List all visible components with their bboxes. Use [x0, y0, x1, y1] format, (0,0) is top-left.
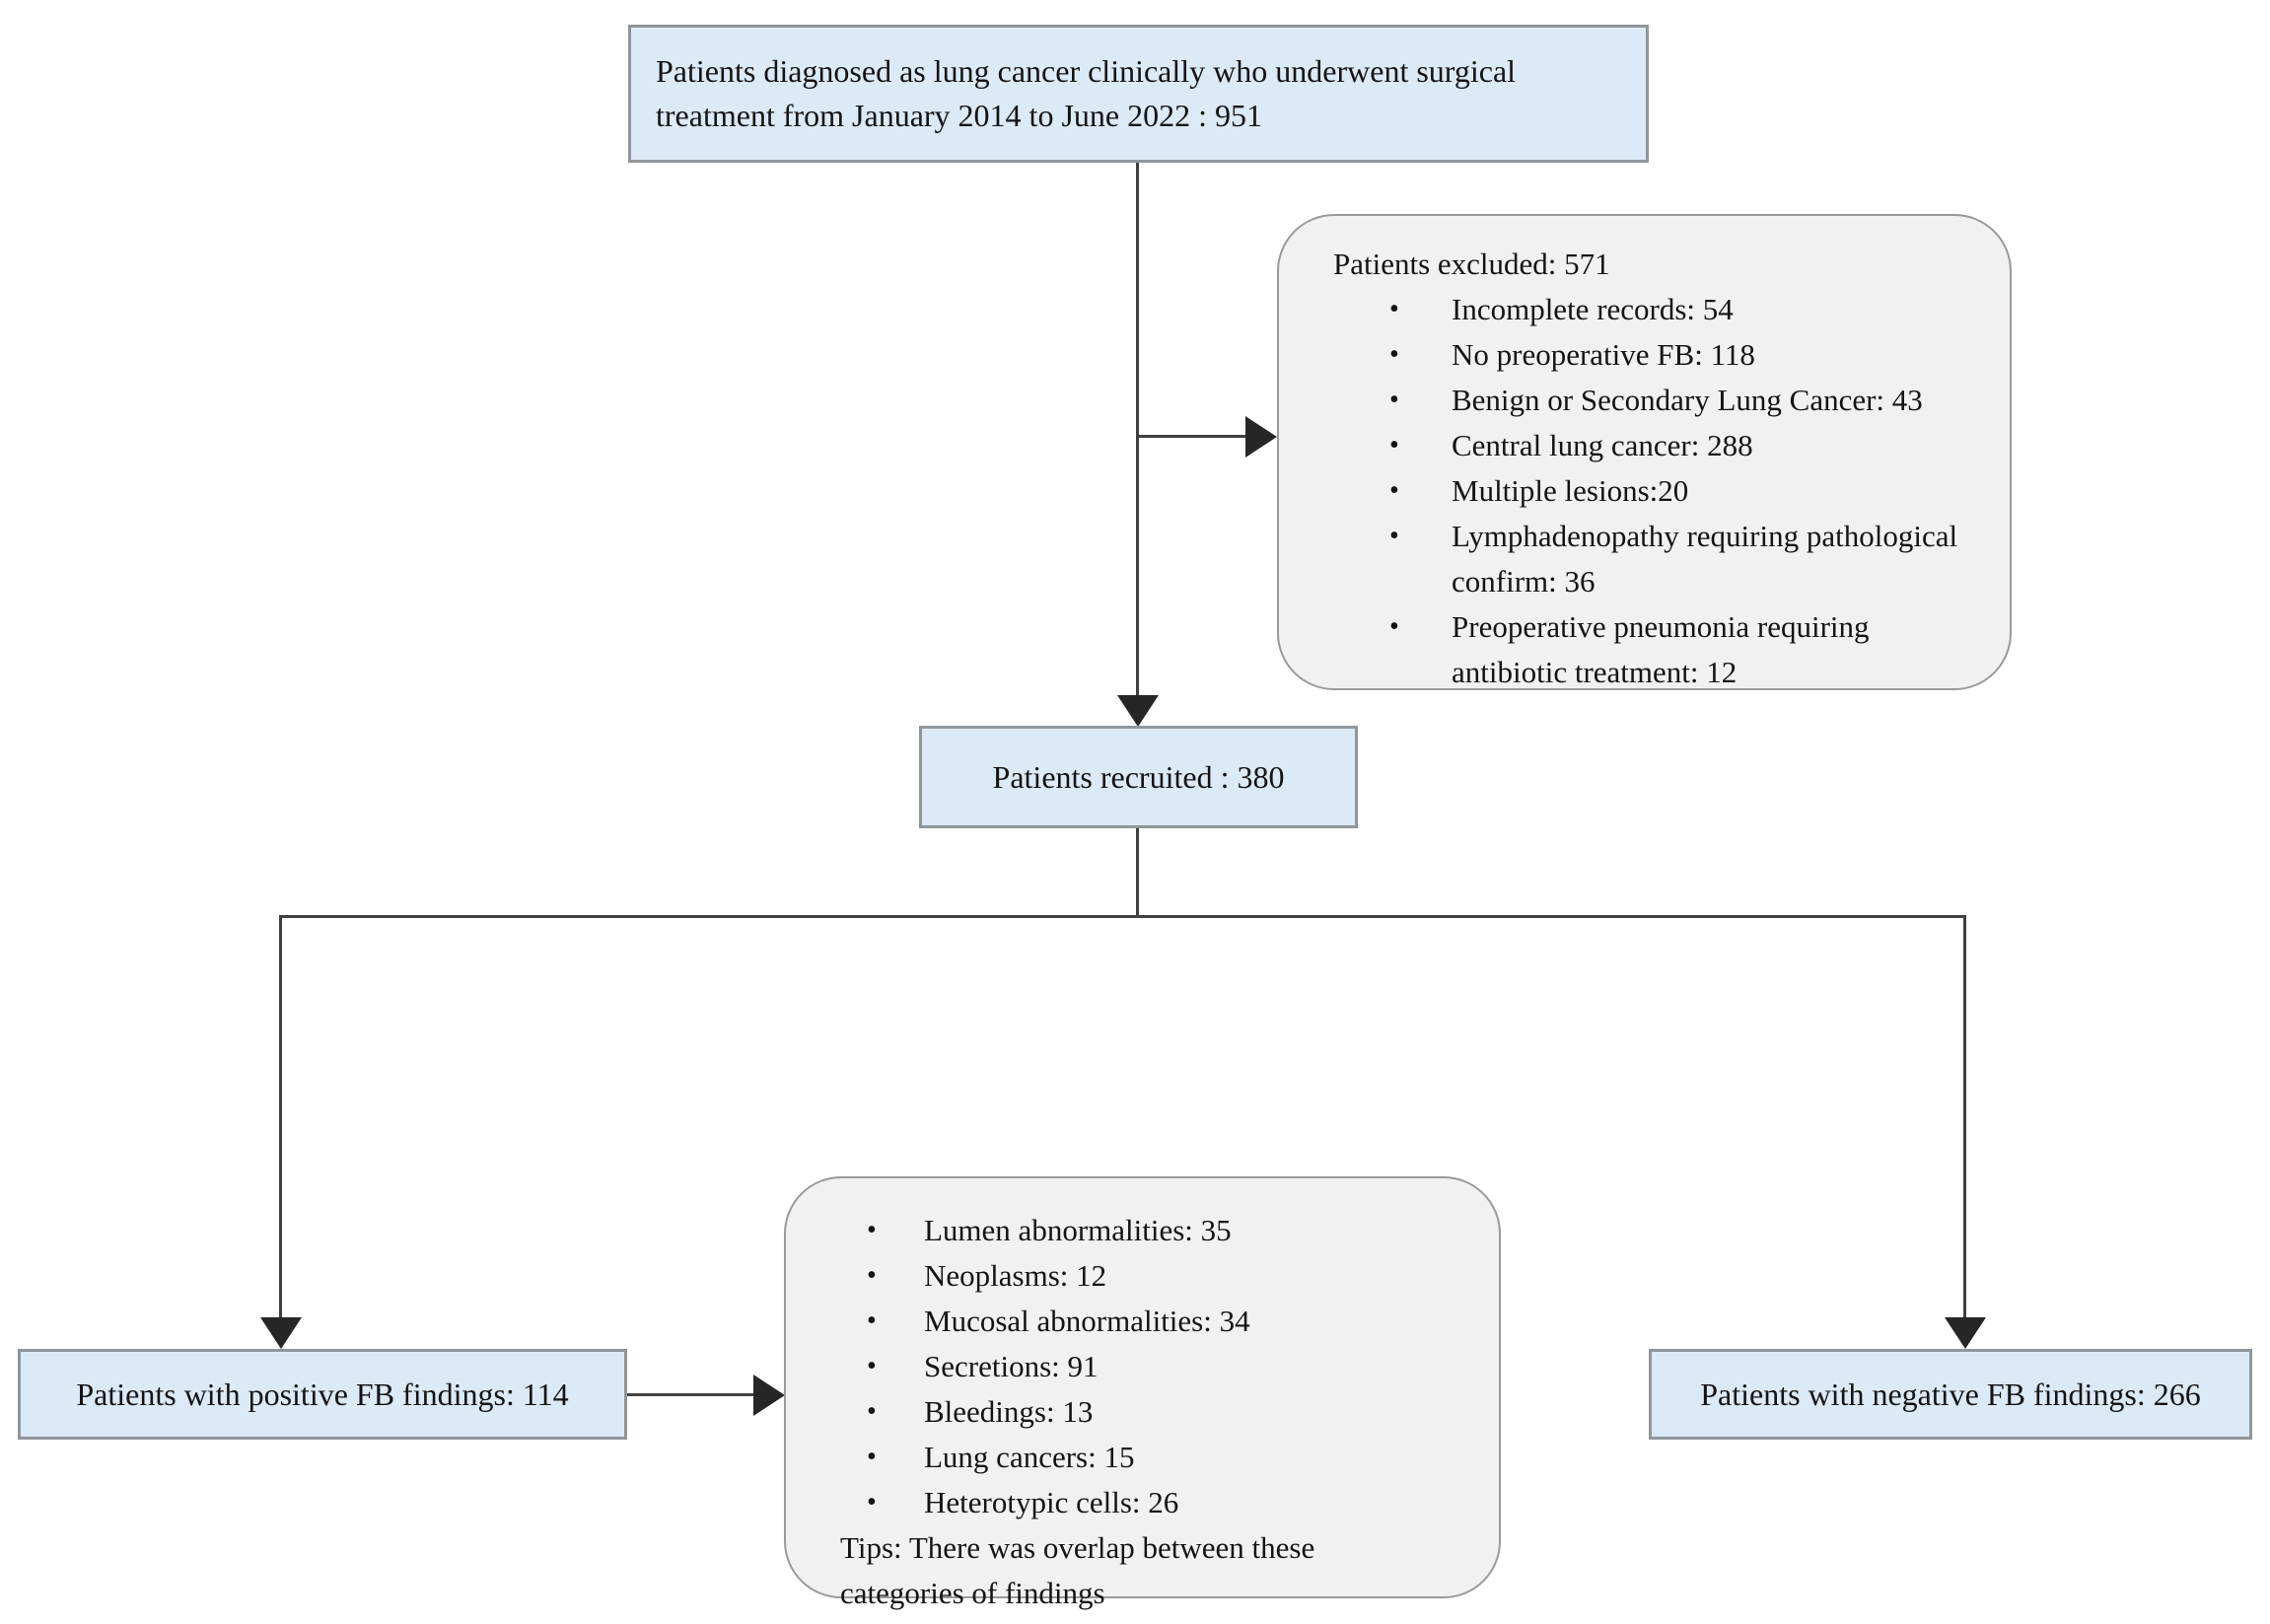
- bullet-icon: •: [1389, 339, 1399, 370]
- bullet-icon: •: [867, 1306, 877, 1336]
- bullet-icon: •: [867, 1351, 877, 1381]
- excluded-list: • Incomplete records: 54 • No preoperati…: [1279, 287, 2010, 695]
- bullet-icon: •: [867, 1487, 877, 1518]
- list-item: • Multiple lesions:20: [1389, 468, 2010, 514]
- list-item: • Benign or Secondary Lung Cancer: 43: [1389, 378, 2010, 423]
- excluded-item: Lymphadenopathy requiring pathological c…: [1452, 519, 1958, 599]
- list-item: • Heterotypic cells: 26: [867, 1480, 1499, 1525]
- arrowhead-into-findings: [753, 1375, 785, 1416]
- node-diagnosed-label: Patients diagnosed as lung cancer clinic…: [656, 53, 1517, 133]
- node-excluded: Patients excluded: 571 • Incomplete reco…: [1277, 214, 2012, 690]
- excluded-item: Incomplete records: 54: [1452, 292, 1734, 326]
- bullet-icon: •: [1389, 475, 1399, 506]
- arrowhead-into-negative: [1945, 1317, 1986, 1349]
- bullet-icon: •: [867, 1396, 877, 1427]
- bullet-icon: •: [867, 1215, 877, 1245]
- node-diagnosed: Patients diagnosed as lung cancer clinic…: [628, 25, 1649, 163]
- connector-recruited-to-split: [1136, 828, 1139, 917]
- findings-item: Mucosal abnormalities: 34: [924, 1304, 1250, 1338]
- bullet-icon: •: [1389, 611, 1399, 642]
- bullet-icon: •: [1389, 521, 1399, 551]
- connector-split-horizontal: [280, 915, 1966, 918]
- findings-item: Lumen abnormalities: 35: [924, 1213, 1232, 1247]
- excluded-item: Benign or Secondary Lung Cancer: 43: [1452, 383, 1923, 417]
- node-negative-findings: Patients with negative FB findings: 266: [1649, 1349, 2252, 1440]
- findings-item: Secretions: 91: [924, 1349, 1099, 1383]
- list-item: • Preoperative pneumonia requiring antib…: [1389, 604, 2010, 695]
- connector-top-to-recruited: [1136, 163, 1139, 700]
- connector-split-left: [279, 915, 282, 1321]
- findings-item: Lung cancers: 15: [924, 1440, 1135, 1474]
- findings-note: Tips: There was overlap between these ca…: [840, 1530, 1315, 1610]
- bullet-icon: •: [1389, 430, 1399, 460]
- findings-list: • Lumen abnormalities: 35 • Neoplasms: 1…: [786, 1208, 1499, 1525]
- list-item: • Bleedings: 13: [867, 1389, 1499, 1435]
- node-positive-label: Patients with positive FB findings: 114: [76, 1376, 569, 1412]
- arrowhead-into-positive: [260, 1317, 302, 1349]
- bullet-icon: •: [867, 1442, 877, 1472]
- excluded-item: Central lung cancer: 288: [1452, 428, 1753, 462]
- connector-positive-to-findings: [627, 1393, 757, 1396]
- bullet-icon: •: [1389, 294, 1399, 324]
- list-item: • Lung cancers: 15: [867, 1435, 1499, 1480]
- list-item: • Lymphadenopathy requiring pathological…: [1389, 514, 2010, 604]
- bullet-icon: •: [867, 1260, 877, 1291]
- node-negative-label: Patients with negative FB findings: 266: [1700, 1376, 2201, 1412]
- list-item: • Incomplete records: 54: [1389, 287, 2010, 332]
- list-item: • Mucosal abnormalities: 34: [867, 1299, 1499, 1344]
- node-findings: • Lumen abnormalities: 35 • Neoplasms: 1…: [784, 1176, 1501, 1610]
- bullet-icon: •: [1389, 385, 1399, 415]
- excluded-item: Multiple lesions:20: [1452, 473, 1689, 508]
- list-item: • No preoperative FB: 118: [1389, 332, 2010, 378]
- arrowhead-into-excluded: [1245, 416, 1277, 458]
- list-item: • Neoplasms: 12: [867, 1253, 1499, 1299]
- list-item: • Secretions: 91: [867, 1344, 1499, 1389]
- list-item: • Central lung cancer: 288: [1389, 423, 2010, 468]
- connector-split-right: [1963, 915, 1966, 1321]
- excluded-title: Patients excluded: 571: [1333, 247, 1610, 281]
- node-recruited: Patients recruited : 380: [919, 726, 1358, 828]
- findings-item: Bleedings: 13: [924, 1394, 1094, 1429]
- excluded-item: Preoperative pneumonia requiring antibio…: [1452, 609, 1870, 689]
- list-item: • Lumen abnormalities: 35: [867, 1208, 1499, 1253]
- node-recruited-label: Patients recruited : 380: [992, 758, 1285, 795]
- node-positive-findings: Patients with positive FB findings: 114: [18, 1349, 627, 1440]
- connector-branch-excluded: [1137, 435, 1255, 438]
- excluded-item: No preoperative FB: 118: [1452, 337, 1755, 372]
- arrowhead-into-recruited: [1117, 695, 1159, 727]
- findings-item: Heterotypic cells: 26: [924, 1485, 1179, 1519]
- findings-item: Neoplasms: 12: [924, 1258, 1107, 1293]
